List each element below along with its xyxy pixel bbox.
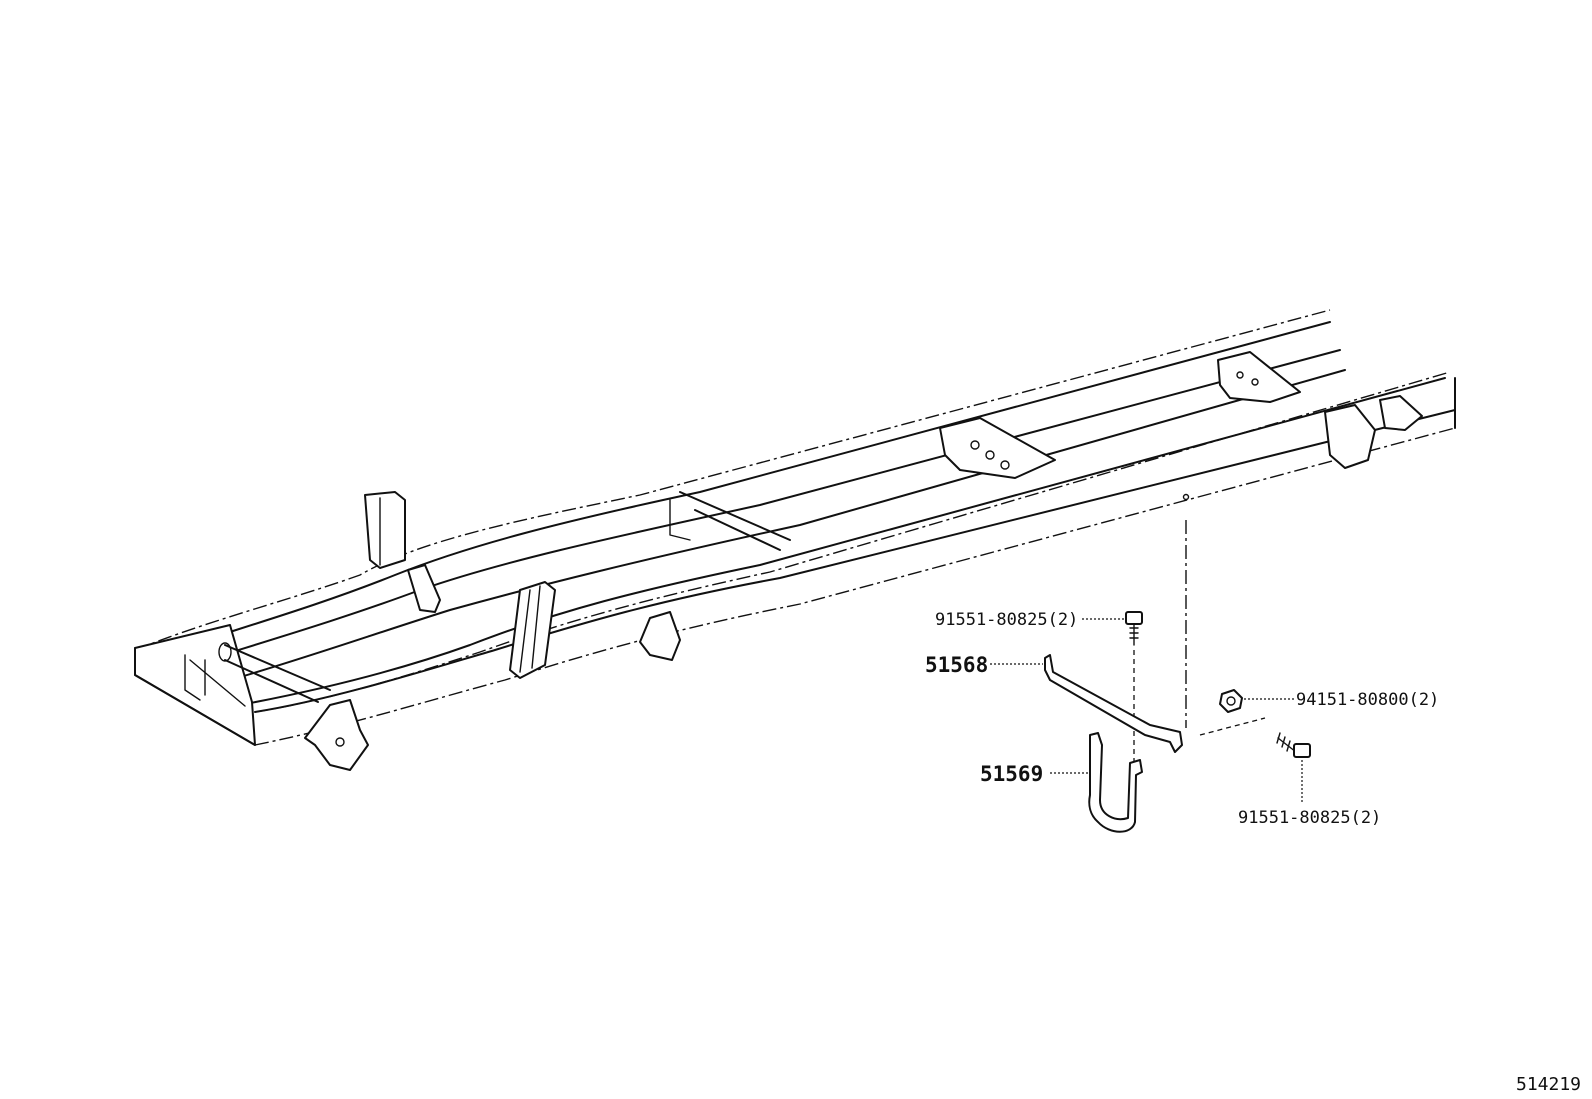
leader-lines [990,618,1294,774]
rear-crossmember-hole [1251,378,1259,386]
middle-hanger-bracket [509,581,556,679]
front-tube-end [218,642,232,662]
crossmember-3-hole [970,440,980,450]
rail-mount-hole [1182,493,1190,501]
front-crossmember-inner [189,659,246,707]
callout-nut: 94151-80800(2) [1296,690,1439,710]
crossmember-2-top [679,491,791,541]
far-rail-top-edge [179,321,1331,649]
near-rail-top-dash [254,371,1451,713]
front-mount-lines [184,654,206,701]
front-tube-top [224,644,331,691]
far-tall-hanger [364,491,406,569]
rear-shackle-bracket [1379,395,1423,431]
nut-guide [1199,717,1266,736]
upper-bolt-icon [1125,611,1143,646]
nut-icon [1219,689,1243,713]
front-tube-bottom [224,659,319,703]
rear-crossmember [1217,351,1301,403]
crossmember-3 [939,417,1056,479]
illustration-code: 514219 [1516,1074,1581,1095]
callout-bolt-upper: 91551-80825(2) [935,610,1078,630]
callout-band: 51569 [980,762,1043,786]
front-crossmember-edge [134,647,256,746]
lower-bolt-icon [1276,732,1311,758]
chassis-frame-drawing [134,309,1456,771]
near-rail-top-edge [239,377,1446,706]
bracket-51568 [1044,654,1183,753]
rear-spring-hanger [1324,404,1376,469]
callout-bolt-lower: 91551-80825(2) [1238,808,1381,828]
far-rail-top-dash [134,309,1331,651]
near-middle-bracket [639,611,681,661]
crossmember-3-hole [1000,460,1010,470]
crossmember-2-gusset [669,499,691,541]
near-rail-outer-face-top [254,409,1456,713]
front-spring-bracket [304,699,369,771]
far-rail-lower-edge [229,369,1346,681]
callout-bracket: 51568 [925,653,988,677]
crossmember-2-bottom [694,509,781,551]
band-51569 [1088,732,1143,833]
rear-crossmember-hole [1236,371,1244,379]
crossmember-3-hole [985,450,995,460]
middle-hanger-inner [519,585,541,673]
far-shackle [407,564,441,613]
exploded-parts [1044,520,1311,833]
front-bracket-hole [335,737,345,747]
